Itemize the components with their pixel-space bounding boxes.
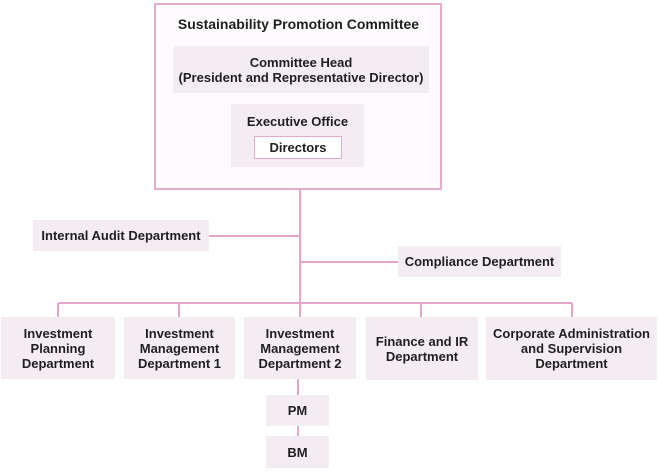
- investment-planning-department-box: Investment Planning Department: [1, 317, 115, 379]
- committee-head-box: Committee Head (President and Representa…: [173, 46, 429, 93]
- pm-box: PM: [266, 395, 329, 426]
- investment-management-department-2-box: Investment Management Department 2: [244, 317, 356, 379]
- finance-and-ir-department-box: Finance and IR Department: [366, 317, 478, 380]
- corporate-administration-department-box: Corporate Administration and Supervision…: [486, 317, 657, 380]
- internal-audit-department-box: Internal Audit Department: [33, 220, 209, 251]
- compliance-department-box: Compliance Department: [398, 246, 561, 277]
- executive-office-label: Executive Office: [246, 114, 349, 129]
- directors-box: Directors: [254, 136, 342, 159]
- bm-box: BM: [266, 436, 329, 468]
- committee-title: Sustainability Promotion Committee: [177, 16, 420, 32]
- investment-management-department-1-box: Investment Management Department 1: [124, 317, 235, 379]
